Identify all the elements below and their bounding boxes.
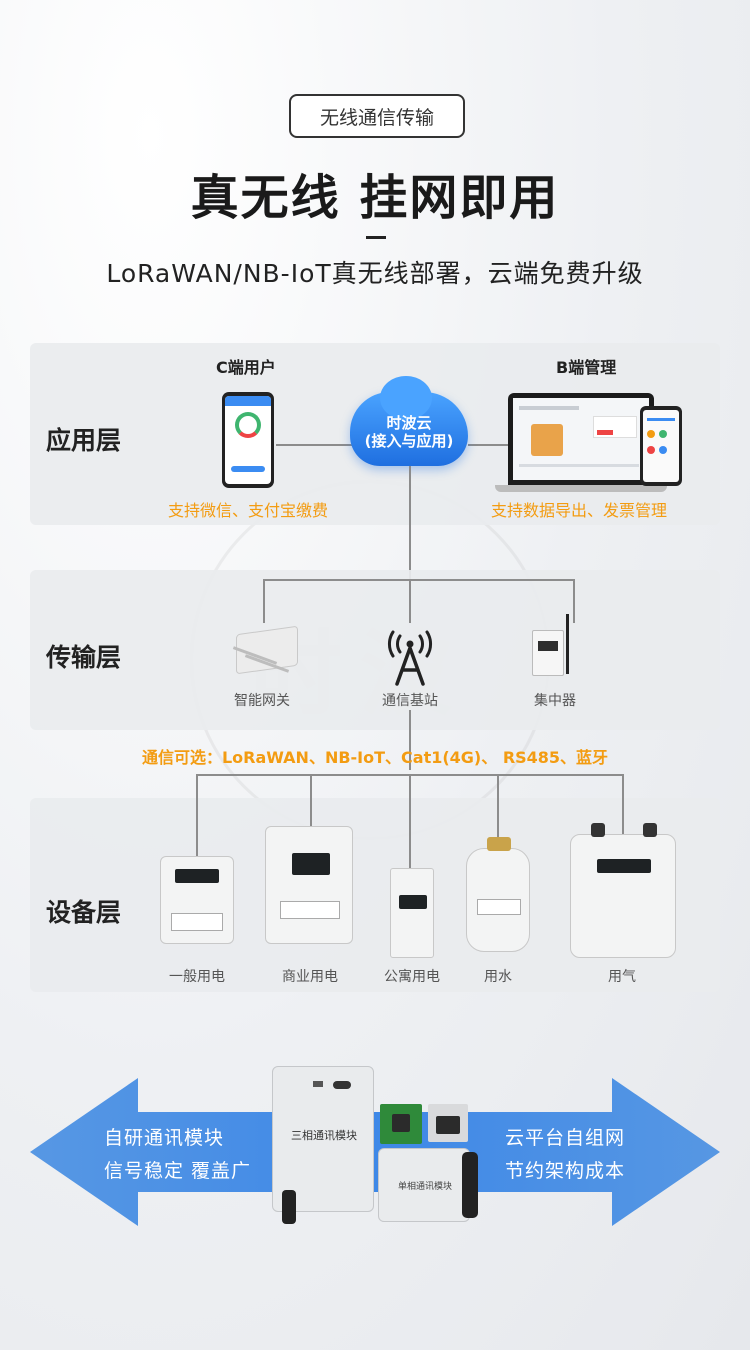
right-arrow-text-2: 节约架构成本 bbox=[505, 1160, 626, 1182]
c-user-feature: 支持微信、支付宝缴费 bbox=[168, 501, 329, 520]
three-phase-module-label: 三相通讯模块 bbox=[291, 1129, 357, 1142]
app-layer-title: 应用层 bbox=[46, 426, 122, 455]
laptop-dashboard-image bbox=[508, 393, 654, 485]
connector-line bbox=[409, 579, 411, 623]
concentrator-device-image bbox=[532, 630, 564, 676]
connector-line bbox=[310, 774, 312, 826]
headline-divider bbox=[366, 236, 386, 239]
module-antenna bbox=[462, 1152, 478, 1218]
water-meter-image bbox=[466, 837, 530, 952]
connector-line bbox=[497, 774, 499, 844]
connector-line bbox=[409, 774, 411, 868]
concentrator-label: 集中器 bbox=[534, 693, 576, 709]
c-user-label: C端用户 bbox=[216, 358, 276, 377]
three-phase-module-image: 三相通讯模块 bbox=[272, 1066, 374, 1212]
transport-layer-panel bbox=[30, 570, 720, 730]
page-headline: 真无线 挂网即用 bbox=[190, 170, 560, 226]
gateway-label: 智能网关 bbox=[234, 693, 290, 709]
base-station-label: 通信基站 bbox=[382, 693, 438, 709]
commercial-meter-image bbox=[265, 826, 353, 944]
section-pill: 无线通信传输 bbox=[289, 94, 465, 138]
comm-chip-image bbox=[428, 1104, 468, 1142]
transport-layer-title: 传输层 bbox=[46, 643, 122, 672]
connector-line bbox=[622, 774, 624, 834]
device-label-gas: 用气 bbox=[608, 969, 636, 985]
page-subheadline: LoRaWAN/NB-IoT真无线部署，云端免费升级 bbox=[106, 259, 644, 288]
apartment-meter-image bbox=[390, 868, 434, 958]
left-arrow-text-1: 自研通讯模块 bbox=[104, 1127, 225, 1149]
single-phase-module-image: 单相通讯模块 bbox=[378, 1148, 470, 1222]
connector-line bbox=[573, 579, 575, 623]
connector-line bbox=[263, 579, 575, 581]
connector-line bbox=[276, 444, 352, 446]
comm-options-text: 通信可选：LoRaWAN、NB-IoT、Cat1(4G)、 RS485、蓝牙 bbox=[141, 748, 609, 767]
module-antenna bbox=[282, 1190, 296, 1224]
phone-app-image bbox=[222, 392, 274, 488]
connector-line bbox=[468, 444, 510, 446]
connector-line bbox=[263, 579, 265, 623]
general-meter-image bbox=[160, 856, 234, 944]
double-arrow-banner bbox=[30, 1078, 720, 1226]
b-manage-label: B端管理 bbox=[556, 358, 617, 377]
laptop-base bbox=[495, 485, 667, 492]
single-phase-module-label: 单相通讯模块 bbox=[397, 1182, 452, 1192]
left-arrow-text-2: 信号稳定 覆盖广 bbox=[104, 1160, 252, 1182]
connector-line bbox=[196, 774, 198, 856]
device-label-commercial: 商业用电 bbox=[282, 969, 338, 985]
device-label-apartment: 公寓用电 bbox=[384, 969, 440, 985]
cloud-subtitle: (接入与应用) bbox=[364, 432, 454, 450]
pcb-board-image bbox=[380, 1104, 422, 1144]
b-manage-feature: 支持数据导出、发票管理 bbox=[491, 501, 668, 520]
connector-line bbox=[409, 466, 411, 580]
right-arrow-text-1: 云平台自组网 bbox=[505, 1127, 626, 1149]
gauge-icon bbox=[235, 412, 261, 438]
connector-line bbox=[409, 710, 411, 770]
device-label-water: 用水 bbox=[484, 969, 512, 985]
cloud-platform-icon: 时波云 (接入与应用) bbox=[350, 376, 468, 466]
tablet-image bbox=[640, 406, 682, 486]
device-layer-title: 设备层 bbox=[46, 898, 122, 927]
gas-meter-image bbox=[570, 823, 676, 958]
device-label-general: 一般用电 bbox=[169, 969, 225, 985]
base-station-icon bbox=[388, 630, 432, 686]
cloud-title: 时波云 bbox=[386, 414, 432, 432]
concentrator-antenna bbox=[566, 614, 569, 674]
